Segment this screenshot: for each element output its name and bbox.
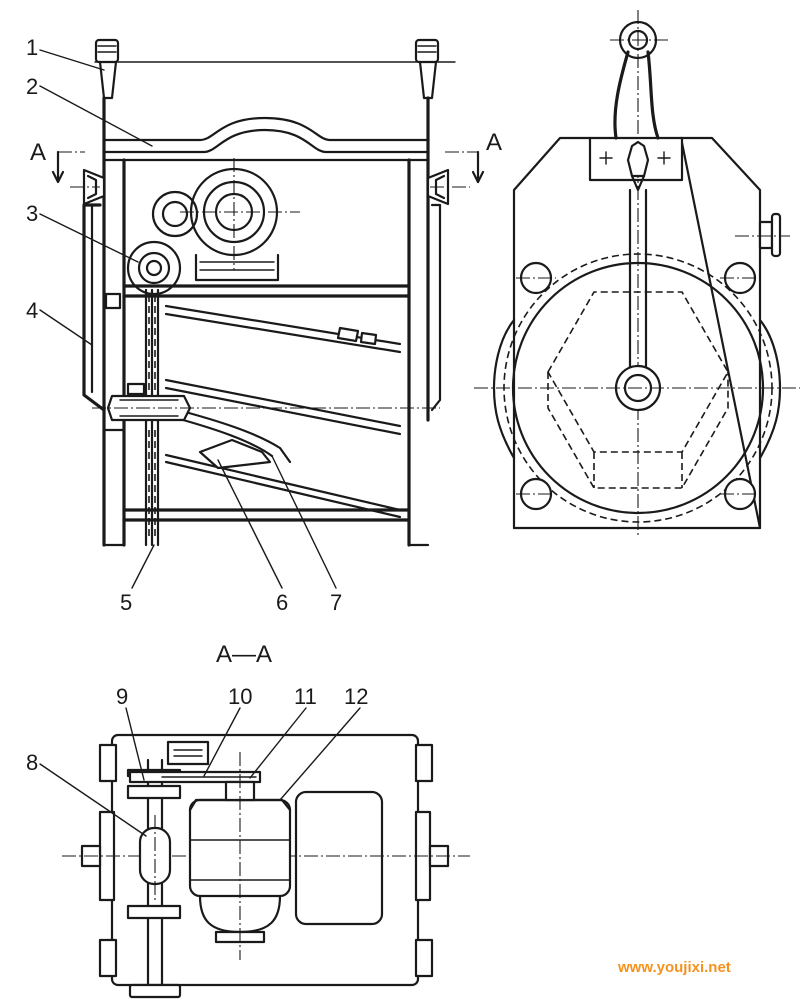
label-1: 1 <box>26 35 38 60</box>
leader-lines <box>39 49 361 837</box>
section-mark-right: A <box>486 129 502 156</box>
label-10: 10 <box>228 684 252 709</box>
label-12: 12 <box>344 684 368 709</box>
label-8: 8 <box>26 750 38 775</box>
label-6: 6 <box>276 590 288 615</box>
label-5: 5 <box>120 590 132 615</box>
label-9: 9 <box>116 684 128 709</box>
front-view <box>51 38 485 547</box>
label-4: 4 <box>26 298 38 323</box>
section-title: A—A <box>216 641 272 668</box>
watermark: www.youjixi.net <box>617 959 731 976</box>
section-aa-view <box>62 733 470 999</box>
label-3: 3 <box>26 201 38 226</box>
side-view <box>474 10 800 535</box>
section-mark-left: A <box>30 139 46 166</box>
label-11: 11 <box>294 684 317 709</box>
motor-pulley <box>151 158 300 282</box>
drive-sprocket <box>126 240 182 296</box>
label-2: 2 <box>26 74 38 99</box>
lifting-lug-left <box>94 38 120 100</box>
label-7: 7 <box>330 590 342 615</box>
lifting-lug-right <box>414 38 440 100</box>
